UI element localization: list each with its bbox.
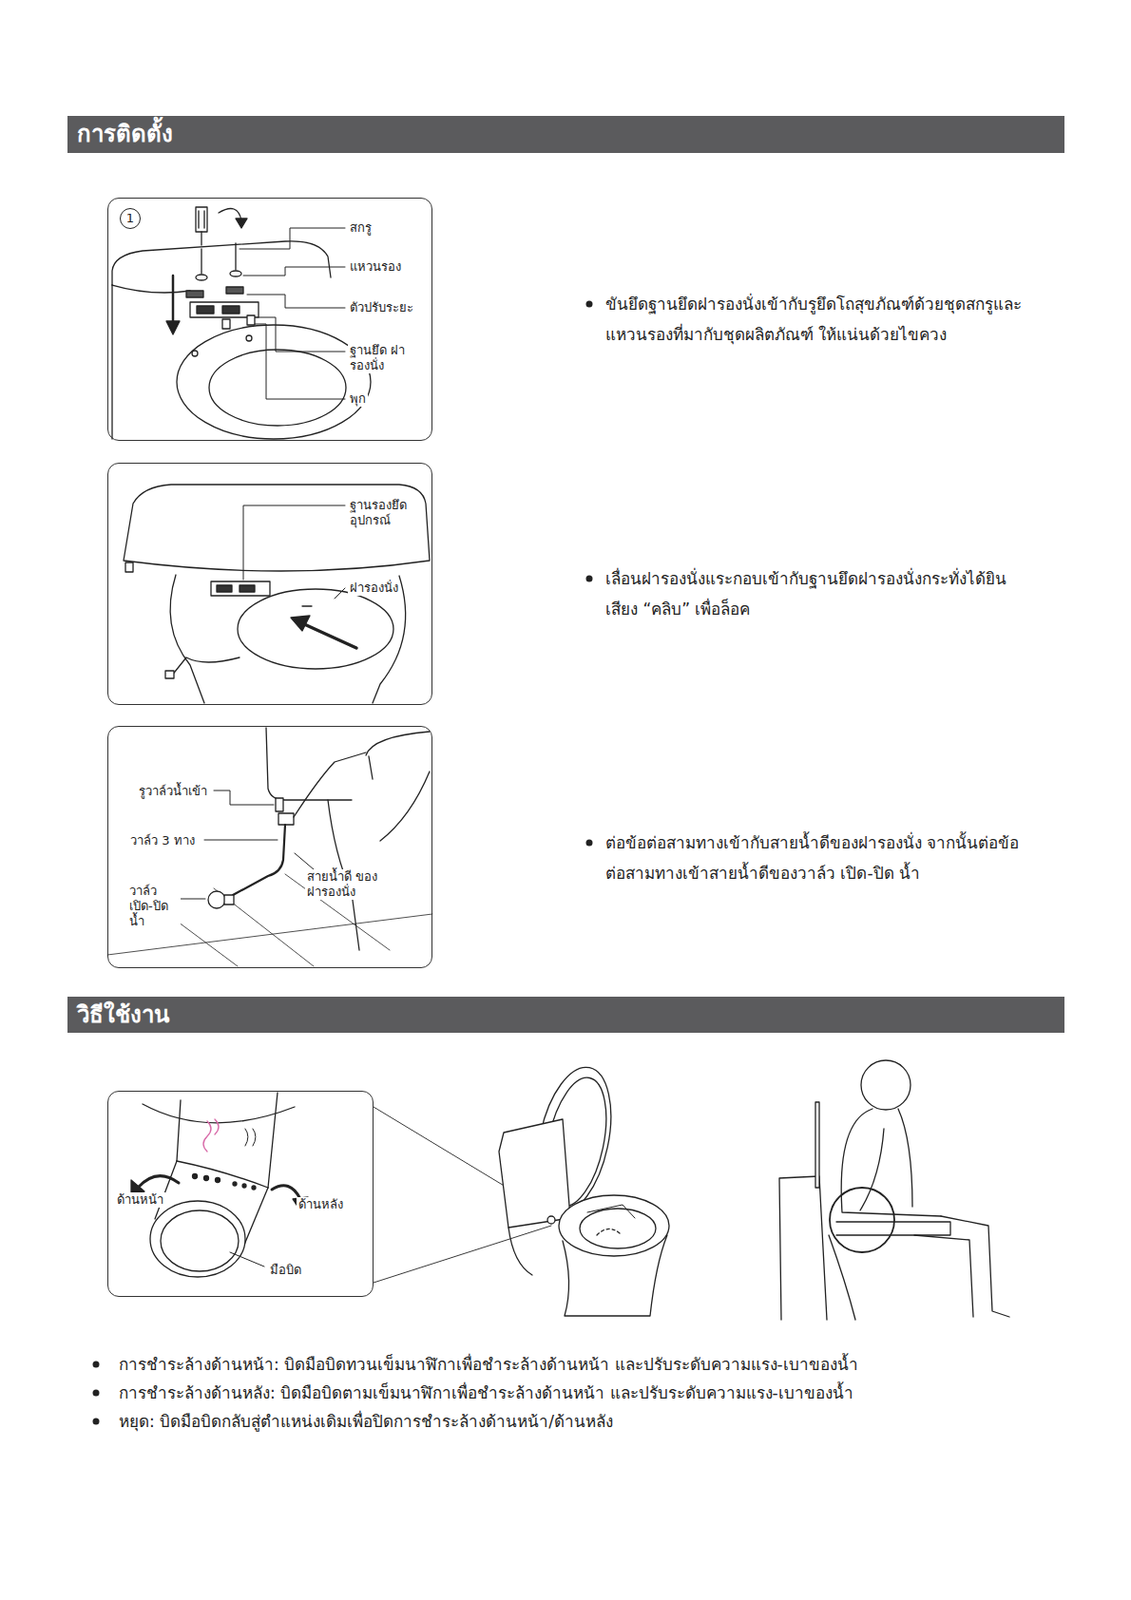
step-panel: ฐานรองยึด อุปกรณ์ฝารองนั่ง — [107, 462, 433, 706]
section-band: วิธีใช้งาน — [67, 996, 1065, 1034]
part-label: สายน้ำดี ของฝารองนั่ง — [305, 869, 389, 901]
toilet-open-lid — [498, 1060, 670, 1317]
seated-user — [779, 1060, 1010, 1321]
part-label: วาล์ว 3 ทาง — [128, 833, 197, 849]
part-label: วาล์ว เปิด-ปิดน้ำ — [127, 883, 181, 930]
control-knob-closeup — [131, 1092, 552, 1284]
seat-slide-install — [123, 484, 430, 704]
instruction-text: การชำระล้างด้านหน้า: บิดมือบิดทวนเข็มนาฬ… — [118, 1350, 1108, 1380]
part-label: ฝารองนั่ง — [347, 580, 401, 596]
part-label: รูวาล์วน้ำเข้า — [136, 784, 210, 800]
bullet-dots — [93, 301, 594, 1426]
step-panel: รูวาล์วน้ำเข้าวาล์ว 3 ทางสายน้ำดี ของฝาร… — [107, 726, 433, 969]
part-label: ฐานรองยึด อุปกรณ์ — [347, 498, 422, 529]
part-label: แหวนรอง — [347, 259, 403, 275]
step-panel: สกรูแหวนรองตัวปรับระยะฐานยึด ฝารองนั่งพุ… — [107, 197, 433, 441]
part-label: ด้านหน้า — [115, 1192, 166, 1208]
part-label: มือบิด — [268, 1263, 304, 1279]
part-label: ฐานยึด ฝารองนั่ง — [347, 343, 413, 374]
part-label: ด้านหลัง — [296, 1197, 346, 1213]
section-heading: วิธีใช้งาน — [76, 998, 1074, 1032]
instruction-text: ขันยึดฐานยึดฝารองนั่งเข้ากับรูยึดโถสุขภั… — [605, 288, 1034, 350]
seat-bracket-install — [112, 207, 371, 440]
instruction-text: เลื่อนฝารองนั่งแระกอบเข้ากับฐานยึดฝารองน… — [605, 563, 1034, 625]
water-valve-connection — [107, 728, 433, 967]
closeup-panel: ด้านหน้า ด้านหลังมือบิด — [107, 1091, 374, 1298]
step-number: 1 — [119, 208, 141, 230]
part-label: สกรู — [347, 220, 374, 236]
section-band: การติดตั้ง — [67, 115, 1065, 154]
section-heading: การติดตั้ง — [76, 117, 1074, 151]
instruction-text: การชำระล้างด้านหลัง: บิดมือบิดตามเข็มนาฬ… — [118, 1379, 1108, 1408]
part-label: ตัวปรับระยะ — [347, 300, 416, 316]
step-number-text: 1 — [124, 211, 136, 226]
instruction-text: ต่อข้อต่อสามทางเข้ากับสายน้ำดีของฝารองนั… — [605, 827, 1034, 889]
instruction-text: หยุด: บิดมือบิดกลับสู่ตำแหน่งเดิมเพื่อปิ… — [118, 1407, 1108, 1437]
part-label: พุก — [347, 391, 368, 407]
